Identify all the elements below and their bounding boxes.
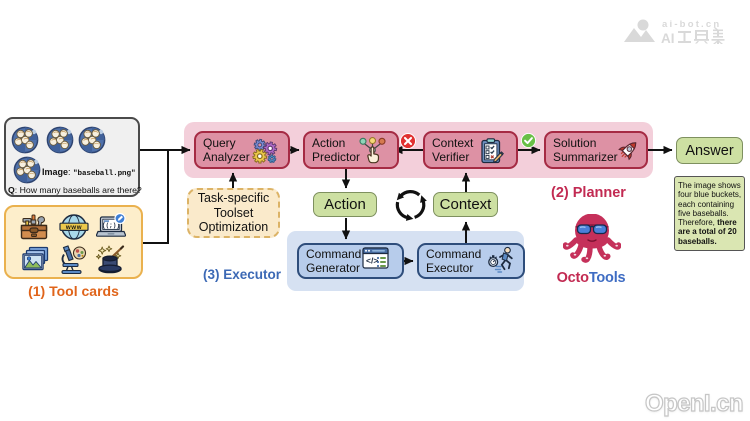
svg-text:www: www [64, 224, 81, 231]
svg-text:{(;)}: {(;)} [102, 222, 120, 229]
svg-text:</>: </> [366, 256, 378, 266]
svg-text:AI: AI [661, 31, 675, 46]
svg-text:ai-bot.cn: ai-bot.cn [662, 19, 721, 30]
